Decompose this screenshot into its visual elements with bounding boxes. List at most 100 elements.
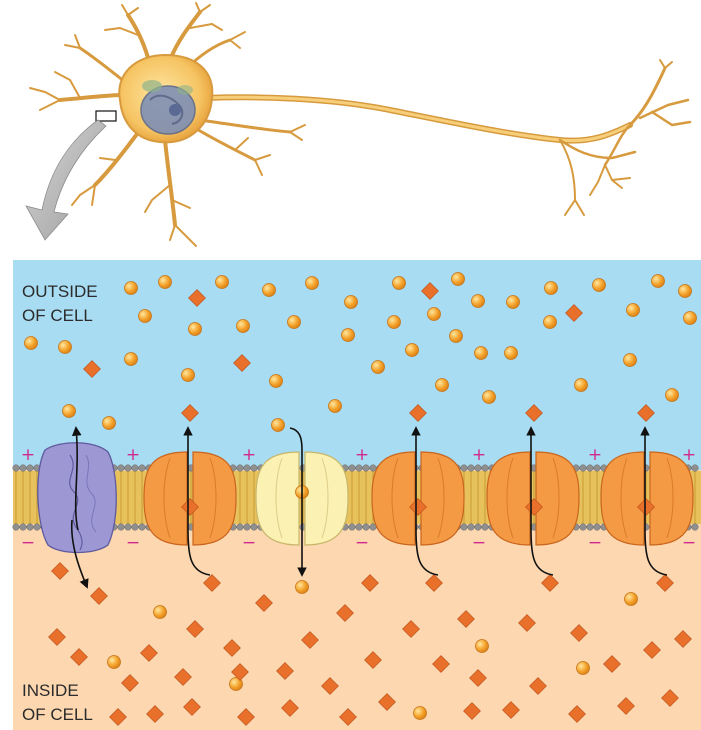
- orange-circle-icon: [652, 275, 665, 288]
- positive-charge-sign: +: [21, 445, 35, 465]
- positive-charge-sign: +: [126, 445, 140, 465]
- orange-circle-icon: [475, 347, 488, 360]
- lipid-head: [363, 465, 370, 472]
- lipid-head: [139, 524, 146, 531]
- orange-circle-icon: [507, 296, 520, 309]
- lipid-head: [356, 524, 363, 531]
- lipid-head: [468, 465, 475, 472]
- orange-circle-icon: [59, 341, 72, 354]
- lipid-head: [468, 524, 475, 531]
- lipid-head: [237, 465, 244, 472]
- lipid-head: [594, 465, 601, 472]
- inside-label-line2: OF CELL: [22, 705, 93, 724]
- positive-charge-sign: +: [682, 445, 696, 465]
- negative-charge-sign: −: [472, 533, 486, 553]
- orange-circle-icon: [679, 285, 692, 298]
- orange-circle-icon: [159, 276, 172, 289]
- curved-zoom-arrow-icon: [26, 120, 106, 240]
- orange-circle-icon: [263, 284, 276, 297]
- outside-label-line2: OF CELL: [22, 306, 93, 325]
- inside-label-line1: INSIDE: [22, 681, 79, 700]
- lipid-head: [461, 524, 468, 531]
- orange-circle-icon: [428, 308, 441, 321]
- lipid-head: [251, 465, 258, 472]
- potassium-channel-right-half: [193, 452, 236, 545]
- lipid-head: [13, 524, 20, 531]
- lipid-head: [132, 465, 139, 472]
- sodium-channel-right-half: [305, 452, 348, 545]
- lipid-head: [244, 465, 251, 472]
- lipid-head: [349, 524, 356, 531]
- negative-charge-sign: −: [588, 533, 602, 553]
- potassium-channel-right-half: [650, 452, 693, 545]
- lipid-head: [132, 524, 139, 531]
- orange-circle-icon: [666, 389, 679, 402]
- positive-charge-sign: +: [242, 445, 256, 465]
- orange-circle-icon: [388, 316, 401, 329]
- orange-circle-icon: [476, 640, 489, 653]
- orange-circle-icon: [450, 330, 463, 343]
- potassium-channel-left-half: [601, 452, 644, 545]
- zoom-region-box: [96, 111, 116, 121]
- orange-circle-icon: [436, 379, 449, 392]
- negative-charge-sign: −: [242, 533, 256, 553]
- orange-circle-icon: [544, 316, 557, 329]
- orange-circle-icon: [216, 276, 229, 289]
- orange-circle-icon: [593, 279, 606, 292]
- orange-circle-icon: [125, 282, 138, 295]
- lipid-head: [580, 465, 587, 472]
- orange-circle-icon: [182, 369, 195, 382]
- negative-charge-sign: −: [682, 533, 696, 553]
- potassium-channel-left-half: [144, 452, 187, 545]
- lipid-head: [363, 524, 370, 531]
- orange-circle-icon: [393, 277, 406, 290]
- orange-circle-icon: [472, 295, 485, 308]
- positive-charge-sign: +: [588, 445, 602, 465]
- lipid-head: [34, 524, 41, 531]
- orange-circle-icon: [345, 296, 358, 309]
- orange-circle-icon: [139, 310, 152, 323]
- orange-circle-icon: [63, 405, 76, 418]
- lipid-head: [482, 524, 489, 531]
- orange-circle-icon: [505, 347, 518, 360]
- lipid-head: [356, 465, 363, 472]
- lipid-head: [20, 465, 27, 472]
- lipid-head: [580, 524, 587, 531]
- lipid-head: [587, 465, 594, 472]
- positive-charge-sign: +: [472, 445, 486, 465]
- lipid-head: [475, 524, 482, 531]
- orange-circle-icon: [272, 419, 285, 432]
- orange-circle-icon: [103, 417, 116, 430]
- orange-circle-icon: [329, 400, 342, 413]
- orange-circle-icon: [237, 320, 250, 333]
- outside-label-line1: OUTSIDE: [22, 282, 98, 301]
- potassium-channel-right-half: [421, 452, 464, 545]
- orange-circle-icon: [406, 344, 419, 357]
- lipid-head: [125, 465, 132, 472]
- negative-charge-sign: −: [355, 533, 369, 553]
- lipid-head: [251, 524, 258, 531]
- orange-circle-icon: [627, 304, 640, 317]
- lipid-head: [692, 465, 699, 472]
- negative-charge-sign: −: [126, 533, 140, 553]
- lipid-head: [587, 524, 594, 531]
- orange-circle-icon: [414, 707, 427, 720]
- lipid-head: [118, 524, 125, 531]
- lipid-head: [139, 465, 146, 472]
- orange-circle-icon: [189, 323, 202, 336]
- lipid-head: [349, 465, 356, 472]
- orange-circle-icon: [625, 593, 638, 606]
- lipid-head: [475, 465, 482, 472]
- orange-circle-icon: [545, 282, 558, 295]
- lipid-head: [244, 524, 251, 531]
- potassium-channel-right-half: [536, 452, 579, 545]
- orange-circle-icon: [483, 391, 496, 404]
- lipid-head: [27, 465, 34, 472]
- neuron-illustration: [30, 3, 690, 246]
- lipid-head: [20, 524, 27, 531]
- orange-circle-icon: [270, 375, 283, 388]
- orange-circle-icon: [154, 606, 167, 619]
- lipid-head: [594, 524, 601, 531]
